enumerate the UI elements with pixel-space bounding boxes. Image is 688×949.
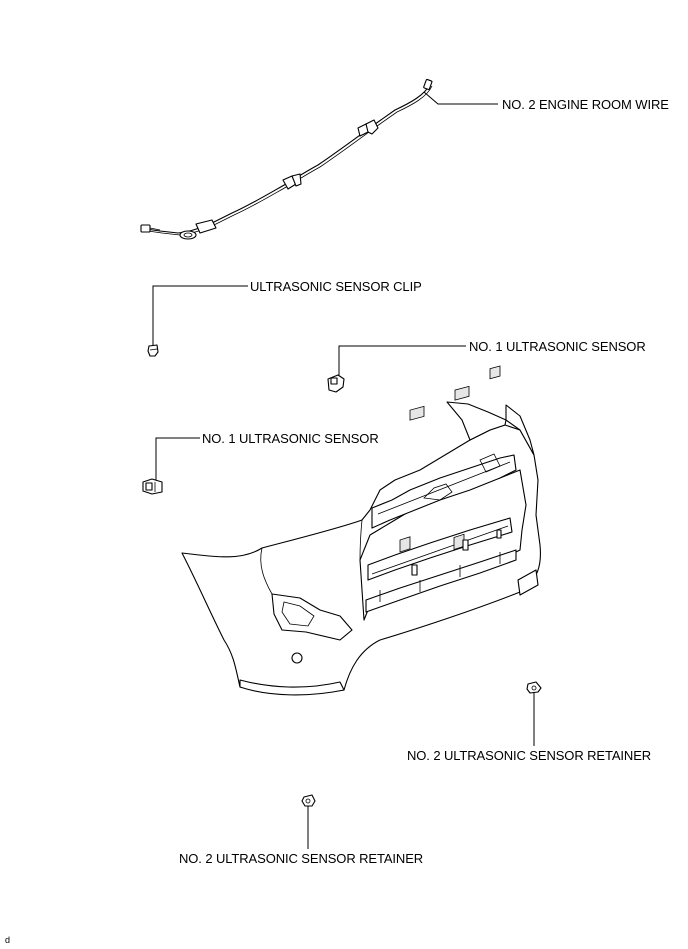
- label-ultrasonic-sensor-left: NO. 1 ULTRASONIC SENSOR: [202, 431, 379, 446]
- label-ultrasonic-sensor-clip: ULTRASONIC SENSOR CLIP: [250, 279, 422, 294]
- sensor-retainer-bottom-part: [301, 794, 316, 807]
- label-sensor-retainer-right: NO. 2 ULTRASONIC SENSOR RETAINER: [407, 748, 652, 763]
- ultrasonic-sensor-left-part: [142, 478, 163, 495]
- ultrasonic-sensor-right-part: [327, 374, 345, 393]
- bumper-reinforcement: [365, 365, 517, 613]
- label-engine-room-wire: NO. 2 ENGINE ROOM WIRE: [502, 97, 669, 112]
- sensor-retainer-right-part: [526, 681, 542, 694]
- rear-bumper-cover: [181, 365, 542, 696]
- ultrasonic-sensor-clip-part: [147, 344, 159, 357]
- engine-room-wire-harness: [140, 78, 433, 240]
- leader-lines: [152, 91, 535, 849]
- label-sensor-retainer-bottom: NO. 2 ULTRASONIC SENSOR RETAINER: [179, 851, 424, 866]
- figure-corner-mark: d: [5, 935, 11, 945]
- label-ultrasonic-sensor-right: NO. 1 ULTRASONIC SENSOR: [469, 339, 646, 354]
